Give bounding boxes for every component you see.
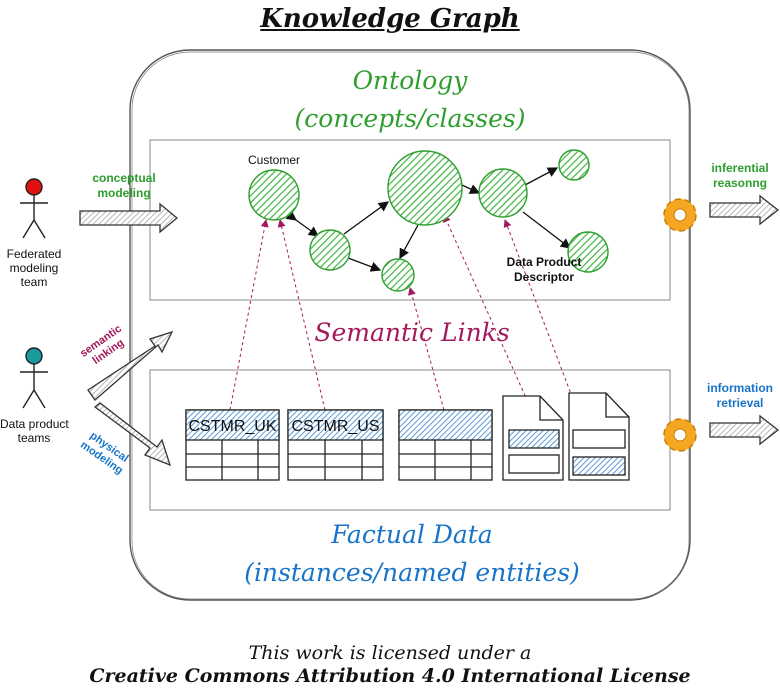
node-data-product-descriptor — [567, 231, 609, 273]
semantic-linking-arrow-icon — [87, 330, 174, 401]
node-2 — [309, 229, 351, 271]
node-customer — [248, 169, 300, 221]
physical-modeling-arrow-icon — [93, 402, 172, 467]
node-6 — [558, 149, 590, 181]
table-cstmr-us-icon — [287, 409, 384, 481]
semantic-links-title: Semantic Links — [314, 318, 510, 347]
knowledge-graph-frame-sketch — [131, 51, 690, 600]
edge-n4-n5 — [461, 184, 481, 194]
node-3 — [381, 258, 415, 292]
edge-n2-n3 — [347, 257, 382, 272]
edge-customer-n2 — [285, 210, 320, 237]
inference-gear-icon — [663, 198, 697, 232]
data-product-team-label-2: teams — [17, 431, 51, 445]
conceptual-modeling-arrow-icon — [79, 202, 179, 234]
semantic-link-uk-customer — [229, 219, 269, 411]
edge-n5-n7 — [522, 211, 572, 249]
table-uk-name: CSTMR_UK — [188, 418, 277, 435]
edge-n2-n4 — [343, 201, 390, 235]
node-4 — [387, 150, 463, 226]
license-line-1: This work is licensed under a — [248, 642, 532, 664]
federated-team-label-2: modeling — [9, 261, 59, 275]
retrieval-arrow-icon — [709, 414, 780, 446]
data-product-team-label-1: Data product — [0, 417, 69, 431]
dpd-label-line2: Descriptor — [513, 270, 575, 284]
semantic-link-table3-n3 — [408, 287, 445, 411]
table-cstmr-uk-icon — [185, 409, 280, 481]
table-us-name: CSTMR_US — [291, 418, 380, 435]
semantic-link-us-customer — [277, 219, 326, 411]
ontology-title: Ontology — [352, 66, 468, 95]
edge-n5-n6 — [524, 167, 559, 186]
retrieval-label-1: information — [707, 381, 773, 395]
table-3-icon — [398, 409, 493, 481]
conceptual-label-2: modeling — [97, 186, 151, 200]
inferential-label-2: reasonng — [712, 176, 767, 190]
edge-n4-n3 — [399, 224, 419, 260]
data-product-team-person-icon — [20, 347, 48, 409]
federated-team-label-1: Federated — [6, 247, 62, 261]
ontology-subtitle: (concepts/classes) — [294, 104, 526, 133]
factual-data-title: Factual Data — [331, 520, 493, 549]
inferential-label-1: inferential — [711, 161, 769, 175]
document-2-icon — [568, 392, 630, 481]
knowledge-graph-frame — [129, 49, 691, 601]
retrieval-label-2: retrieval — [716, 396, 764, 410]
license-link[interactable]: Creative Commons Attribution 4.0 Interna… — [89, 665, 691, 687]
inferential-arrow-icon — [709, 194, 780, 226]
federated-team-person-icon — [20, 178, 48, 239]
document-1-icon — [502, 395, 564, 481]
semantic-link-doc1-n4 — [443, 214, 546, 441]
node-5 — [478, 168, 528, 218]
retrieval-gear-icon — [663, 418, 697, 452]
federated-team-label-3: team — [20, 275, 48, 289]
page-title: Knowledge Graph — [260, 4, 520, 34]
dpd-label-line1: Data Product — [506, 255, 582, 269]
customer-node-label: Customer — [247, 153, 300, 167]
conceptual-label-1: conceptual — [92, 171, 156, 185]
factual-data-subtitle: (instances/named entities) — [244, 558, 580, 587]
